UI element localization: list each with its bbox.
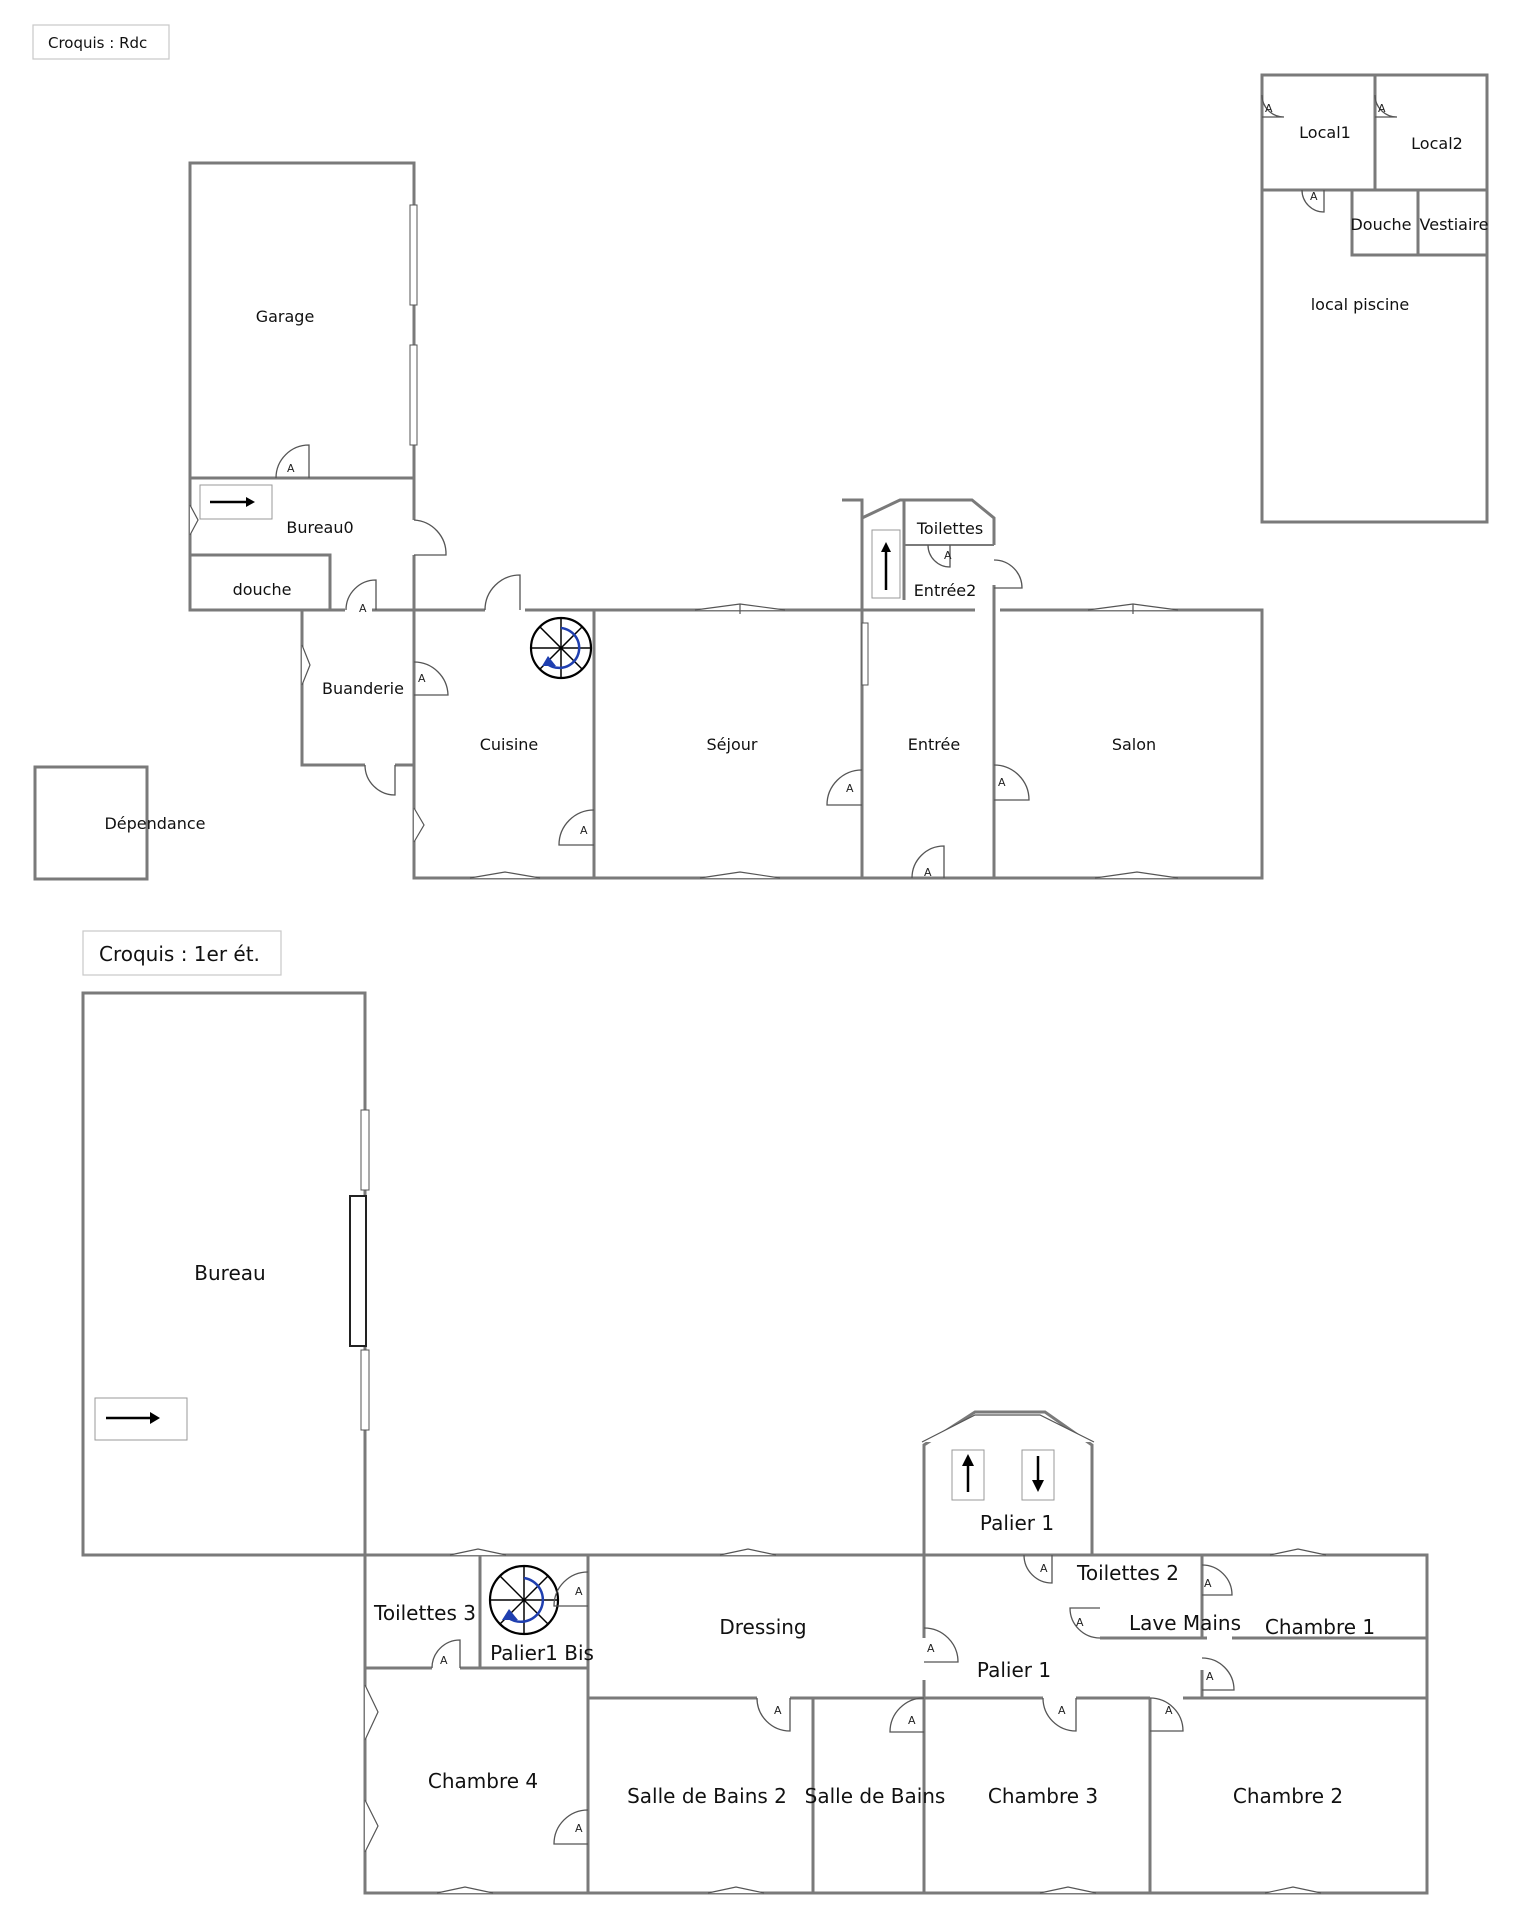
room-palier1bis: Palier1 Bis [490,1641,594,1665]
wall-garage [188,161,416,478]
windows-etage [364,1548,1327,1894]
svg-text:A: A [418,672,426,685]
stairs-entree2 [871,529,901,599]
room-salon: Salon [1112,735,1156,754]
svg-text:A: A [1058,1704,1066,1717]
wall-palier1-top [922,1410,1094,1555]
plan-rdc: Croquis : Rdc [32,24,1489,881]
room-chambre4: Chambre 4 [428,1769,538,1793]
room-chambre3: Chambre 3 [988,1784,1098,1808]
room-dressing: Dressing [719,1615,806,1639]
room-chambre2: Chambre 2 [1233,1784,1343,1808]
stairs-palier1-up [951,1449,985,1501]
wall-buanderie [300,608,414,767]
svg-text:A: A [440,1654,448,1667]
room-sejour: Séjour [707,735,758,754]
room-garage: Garage [256,307,315,326]
room-toilettes2: Toilettes 2 [1076,1561,1179,1585]
windows-rdc [189,504,1179,879]
room-douche-piscine: Douche [1350,215,1411,234]
svg-text:A: A [998,776,1006,789]
radiator-entree [861,622,869,686]
svg-text:A: A [1076,1616,1084,1629]
svg-text:A: A [580,824,588,837]
door-markers-rdc: A A A A A A A A A A A [287,102,1386,879]
svg-text:A: A [1265,102,1273,115]
svg-text:A: A [287,462,295,475]
room-lave-mains: Lave Mains [1129,1611,1241,1635]
door-markers-etage: A A A A A A A A A A A A [440,1562,1214,1835]
room-vestiaire: Vestiaire [1420,215,1489,234]
room-sdb: Salle de Bains [805,1784,946,1808]
room-bureau0: Bureau0 [286,518,353,537]
room-sdb2: Salle de Bains 2 [627,1784,787,1808]
svg-text:A: A [359,602,367,615]
room-entree2: Entrée2 [914,581,977,600]
wall-entree2 [860,498,996,610]
doors-rdc [275,94,1398,879]
room-local1: Local1 [1299,123,1351,142]
room-local2: Local2 [1411,134,1463,153]
title-etage-text: Croquis : 1er ét. [99,942,260,966]
plan-etage: Croquis : 1er ét. [81,930,1429,1895]
svg-text:A: A [846,782,854,795]
title-etage: Croquis : 1er ét. [82,930,282,976]
svg-text:A: A [575,1585,583,1598]
svg-text:A: A [1040,1562,1048,1575]
window-palier-bay [921,1414,1095,1443]
stairs-palier1-down [1021,1449,1055,1501]
bureau-openings [349,1109,370,1431]
svg-text:A: A [1206,1670,1214,1683]
svg-text:A: A [774,1704,782,1717]
title-rdc-text: Croquis : Rdc [48,34,147,52]
stairs-bureau0 [199,484,273,520]
room-palier1: Palier 1 [977,1658,1051,1682]
radiator-garage [409,204,418,446]
room-entree: Entrée [908,735,960,754]
room-buanderie: Buanderie [322,679,404,698]
room-local-piscine: local piscine [1311,295,1410,314]
room-dependance: Dépendance [104,814,205,833]
wall-dependance [33,765,149,881]
title-rdc: Croquis : Rdc [32,24,170,60]
wall-etage-partitions [365,1555,1427,1893]
room-toilettes: Toilettes [916,519,983,538]
spiral-stair-cuisine [529,616,593,680]
stairs-bureau [94,1397,188,1441]
svg-text:A: A [1378,102,1386,115]
svg-text:A: A [1310,190,1318,203]
room-bureau: Bureau [194,1261,265,1285]
svg-text:A: A [944,549,952,562]
svg-text:A: A [924,866,932,879]
room-cuisine: Cuisine [480,735,539,754]
svg-text:A: A [908,1714,916,1727]
svg-text:A: A [1165,1704,1173,1717]
room-toilettes3: Toilettes 3 [373,1601,476,1625]
room-douche: douche [233,580,292,599]
room-chambre1: Chambre 1 [1265,1615,1375,1639]
svg-text:A: A [575,1822,583,1835]
wall-main [412,498,1264,880]
wall-etage-main [363,1553,1429,1895]
svg-text:A: A [1204,1577,1212,1590]
wall-piscine [1260,73,1489,524]
spiral-stair-palier1bis [488,1564,560,1636]
room-palier1-top: Palier 1 [980,1511,1054,1535]
svg-text:A: A [927,1642,935,1655]
doors-etage [431,1554,1235,1845]
